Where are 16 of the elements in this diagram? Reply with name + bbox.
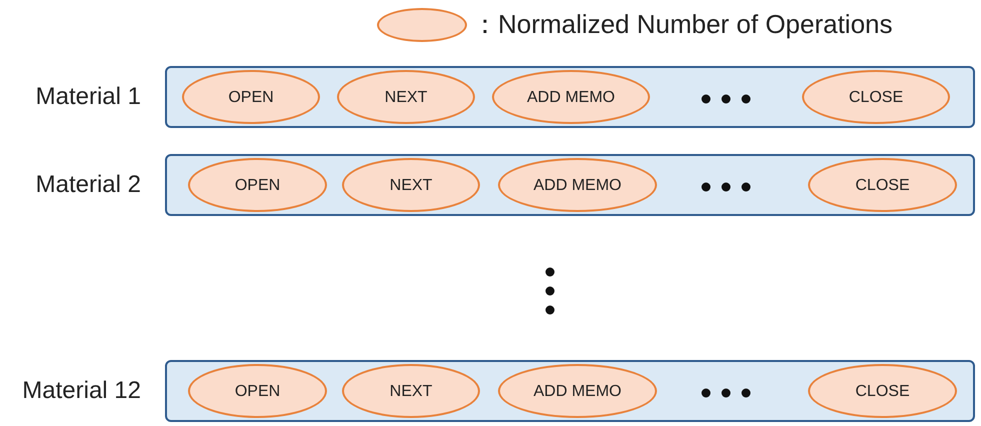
operation-ellipse: OPEN — [188, 158, 327, 212]
operation-ellipse: NEXT — [337, 70, 475, 124]
operation-ellipse: OPEN — [188, 364, 327, 418]
row-label: Material 2 — [36, 171, 141, 199]
operation-ellipse: ADD MEMO — [498, 364, 657, 418]
operation-ellipse: NEXT — [342, 364, 480, 418]
operation-ellipse: CLOSE — [802, 70, 950, 124]
operation-ellipse: ADD MEMO — [492, 70, 650, 124]
row-label: Material 12 — [22, 377, 141, 405]
legend-text: ：Normalized Number of Operations — [472, 8, 892, 41]
operation-ellipse: ADD MEMO — [498, 158, 657, 212]
operation-ellipse: OPEN — [182, 70, 320, 124]
operation-ellipse: NEXT — [342, 158, 480, 212]
row-label: Material 1 — [36, 83, 141, 111]
operation-ellipse: CLOSE — [808, 158, 957, 212]
operation-ellipse: CLOSE — [808, 364, 957, 418]
